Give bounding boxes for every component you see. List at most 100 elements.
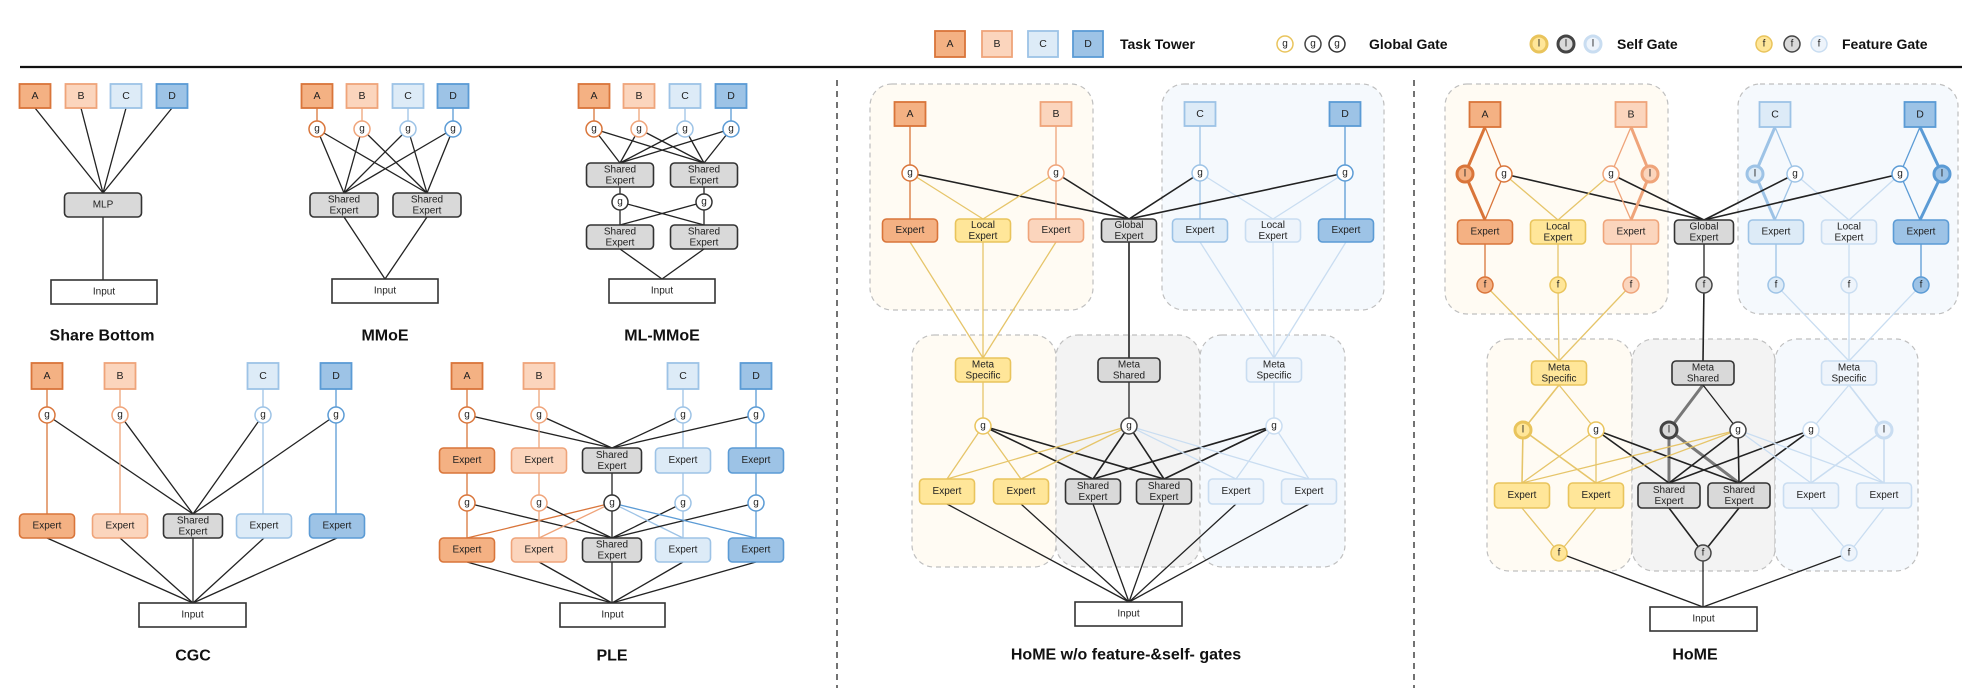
- meta-specific-label-line: Meta: [1838, 362, 1861, 373]
- edge: [611, 414, 757, 449]
- gate-letter: l: [1464, 169, 1466, 180]
- edge: [1199, 241, 1275, 359]
- expert-box: [1892, 219, 1950, 245]
- input-label: Input: [1692, 614, 1714, 625]
- task-tower-label: D: [449, 90, 457, 102]
- task-tower-c: [109, 83, 143, 109]
- expert-box: [727, 447, 785, 474]
- gate-letter: g: [907, 168, 913, 179]
- group-region: [1199, 334, 1346, 568]
- edge: [1055, 172, 1130, 220]
- feature-gate-icon: [1755, 35, 1773, 53]
- self-gate-icon: [1659, 420, 1679, 440]
- edge: [946, 425, 984, 480]
- edge: [361, 128, 428, 194]
- gate-letter: g: [405, 124, 411, 135]
- task-tower-d: [1328, 101, 1362, 127]
- global-gate-icon: [530, 406, 548, 424]
- global-gate-icon: [1495, 165, 1513, 183]
- edge: [119, 414, 194, 515]
- legend-tower-label: D: [1084, 38, 1092, 50]
- task-tower-label: D: [1341, 108, 1349, 120]
- edge: [1794, 173, 1850, 221]
- legend-task-tower-a: [934, 30, 966, 58]
- gate-letter: l: [1565, 39, 1567, 50]
- global-gate-icon: [254, 406, 272, 424]
- edge: [1484, 284, 1560, 362]
- gate-letter: g: [1792, 169, 1798, 180]
- meta-specific-box: [1530, 360, 1588, 386]
- edge: [611, 414, 684, 449]
- expert-label: Expert: [1617, 227, 1646, 238]
- expert-label: Exeprt: [742, 455, 771, 466]
- legend-tower-label: B: [993, 38, 1000, 50]
- shared-expert-box: [309, 192, 379, 218]
- title-ml-mmoe: ML-MMoE: [624, 328, 700, 345]
- local-expert-label-line: Local: [971, 220, 995, 231]
- gate-letter: g: [680, 498, 686, 509]
- global-gate-icon: [676, 120, 694, 138]
- gate-letter: g: [260, 410, 266, 421]
- local-expert-label-line: Expert: [969, 231, 998, 242]
- task-tower-label: D: [168, 90, 176, 102]
- expert-box: [881, 218, 939, 243]
- gate-letter: l: [1649, 169, 1651, 180]
- edge: [1128, 503, 1310, 603]
- global-gate-icon: [458, 406, 476, 424]
- self-gate-icon: [1513, 420, 1533, 440]
- feature-gate-icon: [1810, 35, 1828, 53]
- gate-letter: f: [1791, 39, 1794, 50]
- gate-letter: g: [44, 410, 50, 421]
- gate-letter: g: [753, 498, 759, 509]
- feature-gate-icon: [1840, 544, 1858, 562]
- gate-letter: g: [591, 124, 597, 135]
- expert-box: [918, 478, 976, 505]
- edge: [1737, 429, 1885, 484]
- shared-expert-label-line: Expert: [1655, 496, 1684, 507]
- input-label: Input: [93, 287, 115, 298]
- edge: [1848, 284, 1922, 362]
- edge: [1235, 425, 1275, 480]
- global-expert-label-line: Global: [1690, 221, 1719, 232]
- meta-shared-label-line: Meta: [1118, 359, 1141, 370]
- expert-box: [1171, 218, 1229, 243]
- edge: [1558, 552, 1704, 608]
- expert-label: Expert: [250, 521, 279, 532]
- expert-label: Expert: [1007, 486, 1036, 497]
- expert-box: [1027, 218, 1085, 243]
- expert-box: [1493, 482, 1551, 509]
- gate-letter: g: [536, 410, 542, 421]
- task-tower-label: B: [635, 90, 642, 102]
- title-cgc: CGC: [175, 648, 211, 665]
- global-gate-icon: [1786, 165, 1804, 183]
- expert-box: [438, 537, 496, 563]
- edge: [466, 561, 613, 604]
- task-tower-d: [155, 83, 189, 109]
- shared-expert-box: [162, 513, 224, 539]
- meta-specific-label-line: Specific: [1256, 370, 1291, 381]
- title-mmoe: MMoE: [361, 328, 408, 345]
- edge: [102, 107, 173, 194]
- shared-expert-label-line: Shared: [688, 226, 720, 237]
- expert-label: Expert: [1222, 486, 1251, 497]
- expert-box: [1747, 219, 1805, 245]
- edge: [1848, 173, 1901, 221]
- expert-box: [1602, 219, 1660, 245]
- expert-box: [992, 478, 1050, 505]
- legend-tower-label: A: [946, 38, 953, 50]
- shared-expert-box: [669, 224, 739, 250]
- feature-gate-icon: [1550, 544, 1568, 562]
- shared-expert-label-line: Expert: [1079, 492, 1108, 503]
- edge: [1810, 507, 1850, 554]
- task-tower-b: [622, 83, 656, 109]
- edge: [1668, 429, 1739, 484]
- legend-feature-gate-label: Feature Gate: [1842, 36, 1928, 52]
- edge: [46, 537, 194, 604]
- feature-gate-icon: [1783, 35, 1801, 53]
- task-tower-label: A: [463, 370, 470, 382]
